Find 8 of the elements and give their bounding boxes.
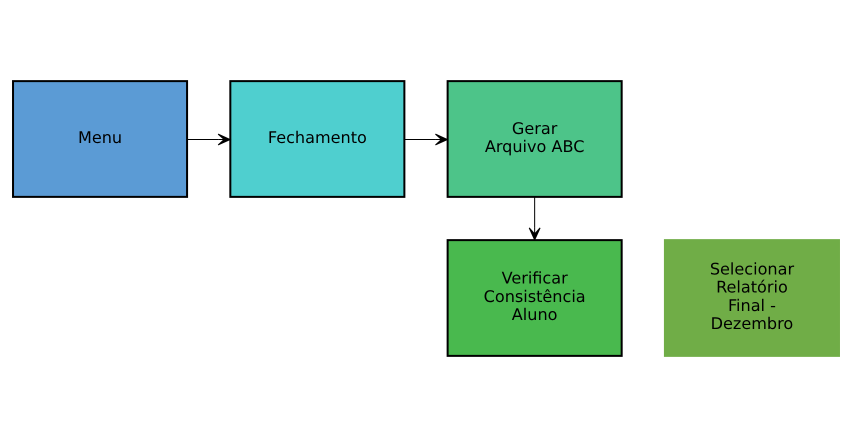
node-box: Gerar Arquivo ABC (446, 80, 622, 198)
node-box: Verificar Consistência Aluno (446, 238, 622, 356)
node-box: Selecionar Relatório Final - Dezembro (663, 238, 840, 356)
node-box: Menu (12, 80, 188, 198)
arrow (186, 133, 230, 145)
arrow (528, 196, 540, 240)
node-box: Fechamento (228, 80, 405, 198)
arrow (404, 133, 448, 145)
